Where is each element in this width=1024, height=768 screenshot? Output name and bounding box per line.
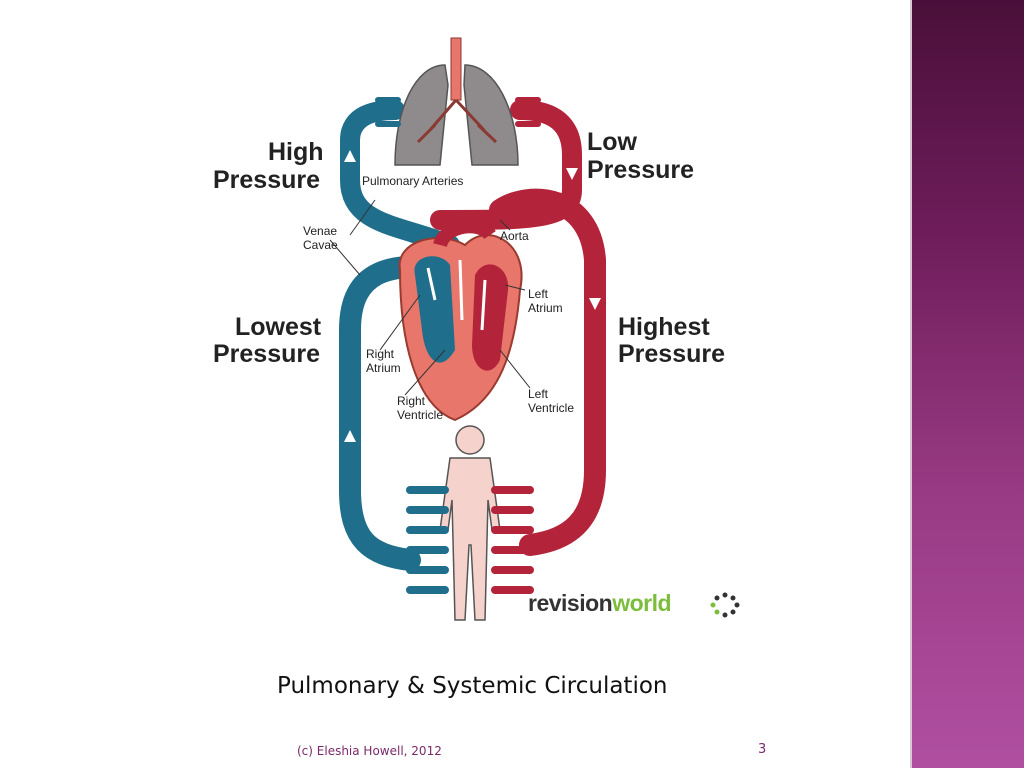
pulmonary-artery-vessel	[340, 100, 460, 255]
label-right-ventricle-line2: Ventricle	[397, 408, 443, 422]
systemic-artery-vessel	[489, 188, 606, 556]
label-venae-cavae-line2: Cavae	[303, 238, 338, 252]
label-lowest-pressure-line2: Pressure	[213, 340, 320, 368]
label-left-ventricle-line2: Ventricle	[528, 401, 574, 415]
flow-arrows	[344, 150, 601, 442]
label-left-atrium-line1: Left	[528, 287, 549, 301]
logo-dots-icon	[710, 592, 740, 618]
logo-text-revision: revision	[528, 590, 612, 616]
label-aorta: Aorta	[500, 229, 529, 243]
label-highest-pressure-line2: Pressure	[618, 340, 725, 368]
label-right-atrium-line2: Atrium	[366, 361, 401, 375]
heart-illustration	[398, 219, 523, 422]
label-low-pressure-line2: Pressure	[587, 156, 694, 184]
label-low-pressure-line1: Low	[587, 128, 638, 156]
slide-caption: Pulmonary & Systemic Circulation	[277, 673, 668, 699]
logo-text-world: world	[611, 590, 671, 616]
slide-page-number: 3	[758, 742, 767, 757]
label-pointers	[329, 199, 531, 396]
sidebar-divider	[910, 0, 913, 768]
label-high-pressure-line1: High	[268, 138, 324, 166]
lungs-illustration	[375, 37, 541, 166]
revisionworld-logo: revisionworld	[528, 590, 740, 618]
human-body-illustration	[406, 425, 534, 621]
label-left-ventricle-line1: Left	[528, 387, 549, 401]
label-right-atrium-line1: Right	[366, 347, 395, 361]
pulmonary-vein-vessel	[430, 100, 582, 230]
decorative-sidebar	[912, 0, 1024, 768]
svg-text:revisionworld: revisionworld	[528, 590, 671, 616]
label-right-ventricle-line1: Right	[397, 394, 426, 408]
label-lowest-pressure-line1: Lowest	[235, 313, 322, 341]
label-venae-cavae-line1: Venae	[303, 224, 337, 238]
slide-footer-copyright: (c) Eleshia Howell, 2012	[297, 744, 442, 758]
label-highest-pressure-line1: Highest	[618, 313, 710, 341]
label-high-pressure-line2: Pressure	[213, 166, 320, 194]
label-pulmonary-arteries: Pulmonary Arteries	[362, 174, 463, 188]
label-left-atrium-line2: Atrium	[528, 301, 563, 315]
circulation-diagram: High Pressure Low Pressure Lowest Pressu…	[200, 30, 760, 640]
